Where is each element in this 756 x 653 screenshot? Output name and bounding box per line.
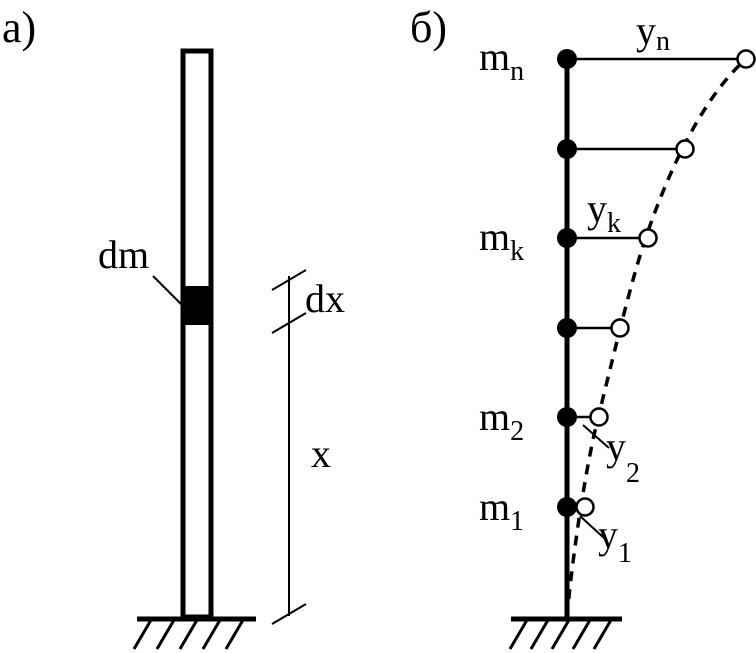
mass-point-upper <box>557 139 577 159</box>
mass-point-1 <box>557 497 577 517</box>
dimension-ticks <box>271 269 307 625</box>
y1-leader-line <box>579 515 605 539</box>
mass-point-2 <box>557 407 577 427</box>
disp-label-k: yk <box>587 186 621 239</box>
disp-label-1: y1 <box>598 512 632 569</box>
rod-column <box>180 48 214 620</box>
mass-label-1: m1 <box>479 484 524 537</box>
panel-a-label: а) <box>2 3 36 52</box>
displaced-point-k <box>638 228 658 248</box>
ground-hatching-b <box>508 619 613 650</box>
mass-label-n: mn <box>479 34 524 87</box>
panel-b-label: б) <box>410 3 447 52</box>
mass-point-mid <box>557 318 577 338</box>
mass-point-n <box>557 49 577 69</box>
disp-label-n: yn <box>636 8 670 57</box>
x-label: x <box>311 431 331 476</box>
mass-points <box>557 49 577 517</box>
panel-a: а) dm dx x <box>2 3 345 650</box>
mass-element-dm <box>181 286 213 325</box>
dx-label: dx <box>305 276 345 321</box>
displaced-point-2 <box>589 407 609 427</box>
displaced-point-n <box>736 49 756 69</box>
displaced-point-upper <box>675 139 695 159</box>
dm-leader-line <box>152 275 184 307</box>
displaced-point-mid <box>610 318 630 338</box>
displacement-lines <box>567 57 738 509</box>
mass-label-2: m2 <box>479 394 524 447</box>
y2-leader-line <box>582 424 610 449</box>
displaced-points <box>575 49 756 517</box>
displaced-point-1 <box>575 497 595 517</box>
deflection-curve <box>565 58 747 618</box>
ground-hatching-a <box>132 619 245 650</box>
panel-b: б) <box>410 3 756 650</box>
disp-label-2: y2 <box>606 424 640 489</box>
mass-point-k <box>557 228 577 248</box>
dm-label: dm <box>98 232 149 277</box>
mass-label-k: mk <box>479 214 524 267</box>
